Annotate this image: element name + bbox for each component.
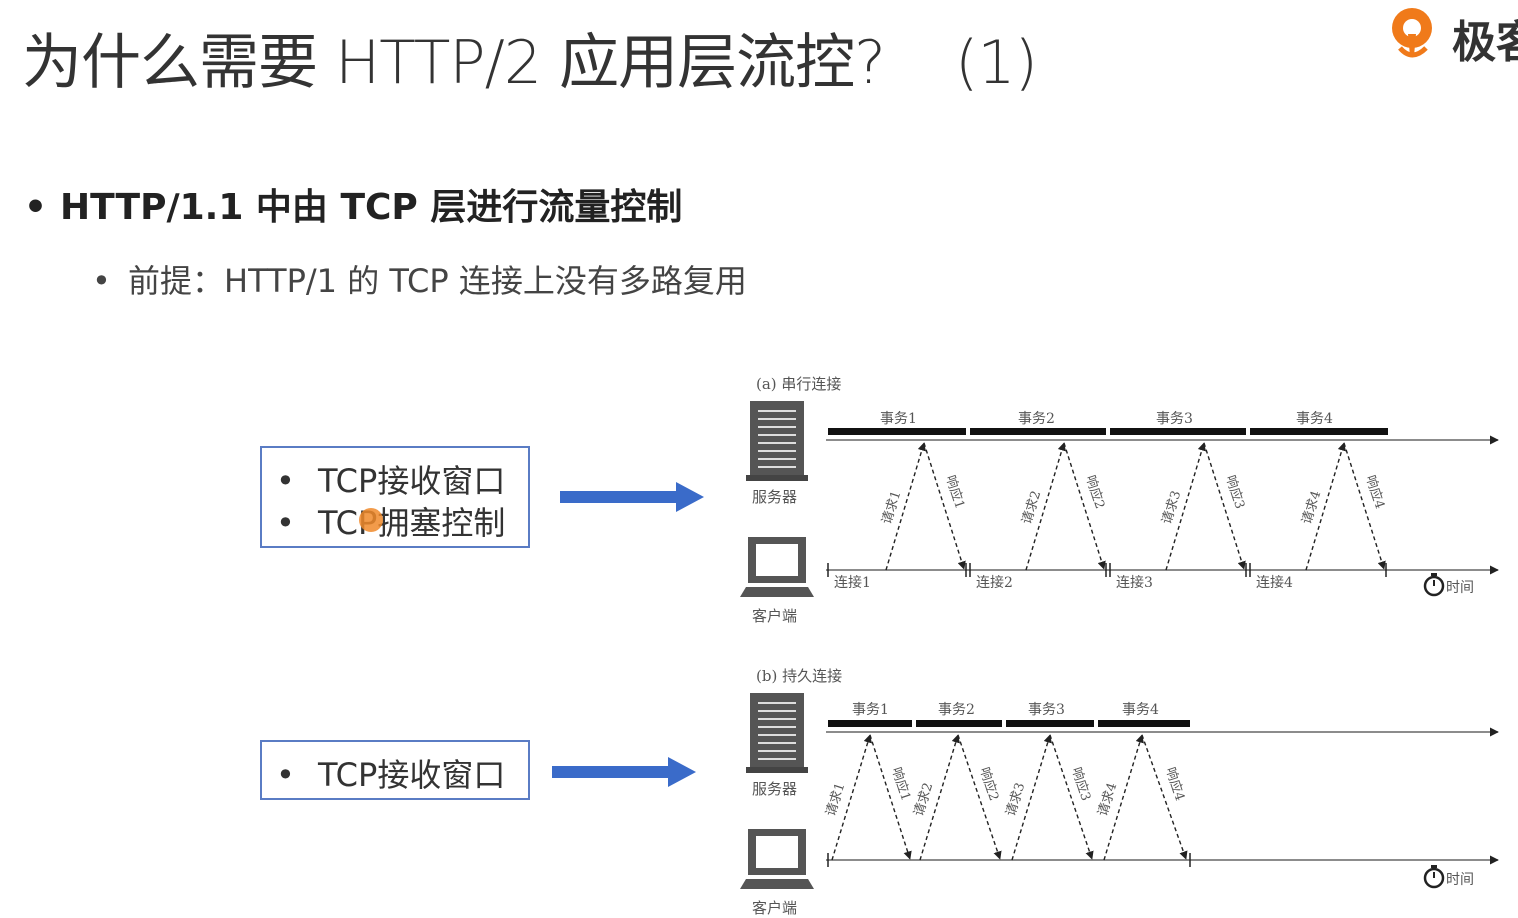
box-line-text: TCP接收窗口 (318, 462, 506, 500)
serial-connection-diagram: (a) 串行连接 服务器 客户端 事务1 事务2 事务3 (740, 375, 1499, 625)
response-arrow (1343, 442, 1386, 570)
response-arrow (869, 734, 912, 860)
request-label: 请求3 (1004, 781, 1029, 818)
bullet-dot: • (24, 187, 48, 228)
brand-logo: 极客 (1386, 2, 1518, 68)
transaction-bar: 事务4 (1250, 411, 1388, 435)
time-label: 时间 (1446, 872, 1474, 888)
transaction-bar: 事务3 (1110, 411, 1246, 435)
client-label: 客户端 (752, 607, 797, 625)
request-label: 请求2 (912, 781, 937, 818)
diagram-caption: (a) 串行连接 (756, 375, 841, 393)
response-label: 响应1 (942, 473, 968, 511)
bullet-dot: • (276, 756, 295, 794)
client-label: 客户端 (752, 899, 797, 917)
persistent-flow-control-box: • TCP接收窗口 (260, 740, 530, 800)
pointer-cursor-indicator (359, 508, 383, 532)
transaction-label: 事务1 (852, 702, 889, 718)
transaction-label: 事务3 (1156, 411, 1193, 427)
right-arrow-icon (552, 757, 696, 787)
transaction-bar: 事务3 (1006, 702, 1094, 727)
transaction-bar: 事务1 (828, 702, 912, 727)
bullet-dot: • (276, 462, 295, 500)
transaction-label: 事务1 (880, 411, 917, 427)
connection-label: 连接3 (1116, 574, 1153, 591)
response-label: 响应3 (1222, 473, 1248, 511)
transaction-bar: 事务2 (916, 702, 1002, 727)
connection-label: 连接1 (834, 574, 871, 591)
request-arrow (1305, 442, 1346, 571)
request-arrow (831, 734, 872, 861)
request-label: 请求1 (824, 781, 849, 818)
stopwatch-icon (1423, 865, 1445, 889)
bullet-level1: • HTTP/1.1 中由 TCP 层进行流量控制 (24, 178, 682, 230)
request-arrow (1165, 442, 1206, 571)
serial-flow-control-box: • TCP接收窗口 • TCP拥塞控制 (260, 446, 530, 548)
bullet-level2-text: 前提：HTTP/1 的 TCP 连接上没有多路复用 (128, 262, 747, 300)
box-line-text: TCP拥塞控制 (318, 504, 506, 542)
transaction-bar: 事务4 (1098, 702, 1190, 727)
transaction-bar: 事务1 (828, 411, 966, 435)
http-connection-diagram: (a) 串行连接 服务器 客户端 事务1 事务2 事务3 (740, 375, 1499, 917)
bullet-level1-text: HTTP/1.1 中由 TCP 层进行流量控制 (60, 187, 683, 228)
response-label: 响应4 (1162, 765, 1188, 803)
client-icon (740, 537, 814, 597)
diagram-caption: (b) 持久连接 (756, 667, 842, 685)
response-label: 响应4 (1362, 473, 1388, 511)
response-arrow (957, 734, 1002, 860)
transaction-label: 事务3 (1028, 702, 1065, 718)
server-icon (746, 401, 808, 481)
box-line: • TCP接收窗口 (276, 456, 505, 502)
response-label: 响应3 (1068, 765, 1094, 803)
request-arrow (1103, 734, 1144, 861)
response-label: 响应1 (888, 765, 914, 803)
response-label: 响应2 (1082, 473, 1108, 511)
time-label: 时间 (1446, 580, 1474, 596)
connection-label: 连接4 (1256, 574, 1293, 591)
response-arrow (1049, 734, 1094, 860)
box-line: • TCP拥塞控制 (276, 498, 505, 544)
request-label: 请求4 (1096, 781, 1121, 818)
server-label: 服务器 (752, 488, 797, 506)
transaction-label: 事务4 (1296, 411, 1333, 427)
bullet-dot: • (92, 262, 111, 300)
request-arrow (885, 442, 926, 571)
persistent-connection-diagram: (b) 持久连接 服务器 客户端 事务1 事务2 事务3 (740, 667, 1499, 917)
slide-title-number: (1) (954, 28, 1038, 98)
request-arrow (1025, 442, 1066, 571)
server-icon (746, 693, 808, 773)
slide-title-main: 为什么需要 HTTP/2 应用层流控? (22, 28, 886, 98)
response-arrow (1141, 734, 1188, 860)
slide-title: 为什么需要 HTTP/2 应用层流控? (1) (22, 14, 1038, 101)
response-arrow (1203, 442, 1246, 570)
logo-text: 极客 (1452, 17, 1518, 68)
response-label: 响应2 (976, 765, 1002, 803)
transaction-label: 事务2 (1018, 411, 1055, 427)
logo-icon (1392, 8, 1432, 58)
transaction-bar: 事务2 (970, 411, 1106, 435)
bullet-dot: • (276, 504, 295, 542)
request-arrow (1011, 734, 1052, 861)
connection-label: 连接2 (976, 574, 1013, 591)
bullet-level2: • 前提：HTTP/1 的 TCP 连接上没有多路复用 (92, 256, 747, 302)
response-arrow (923, 442, 966, 570)
transaction-label: 事务4 (1122, 702, 1159, 718)
box-line: • TCP接收窗口 (276, 750, 505, 796)
request-arrow (919, 734, 960, 861)
box-line-text: TCP接收窗口 (318, 756, 506, 794)
transaction-label: 事务2 (938, 702, 975, 718)
server-label: 服务器 (752, 780, 797, 798)
right-arrow-icon (560, 482, 704, 512)
client-icon (740, 829, 814, 889)
response-arrow (1063, 442, 1106, 570)
stopwatch-icon (1423, 573, 1445, 597)
